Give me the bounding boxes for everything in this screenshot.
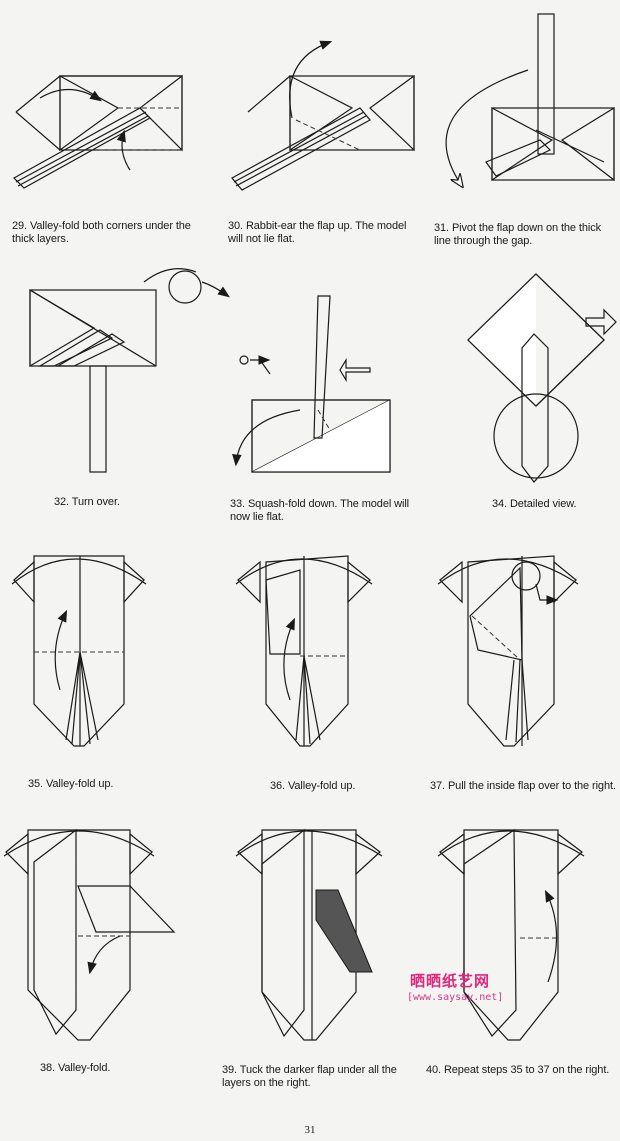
caption-line: 34. Detailed view. — [492, 498, 612, 511]
step-33-caption: 33. Squash-fold down. The model will now… — [230, 498, 430, 524]
caption-line: 35. Valley-fold up. — [28, 778, 178, 791]
step-31-diagram — [446, 14, 614, 186]
step-36-caption: 36. Valley-fold up. — [270, 780, 420, 793]
step-40-caption: 40. Repeat steps 35 to 37 on the right. — [426, 1064, 618, 1077]
caption-line: 36. Valley-fold up. — [270, 780, 420, 793]
caption-line: will not lie flat. — [228, 233, 428, 246]
step-40-diagram — [438, 830, 584, 1040]
step-37-caption: 37. Pull the inside flap over to the rig… — [430, 780, 620, 793]
caption-line: 30. Rabbit-ear the flap up. The model — [228, 220, 428, 233]
caption-line: line through the gap. — [434, 235, 620, 248]
step-34-diagram — [468, 274, 616, 482]
step-35-caption: 35. Valley-fold up. — [28, 778, 178, 791]
step-29-diagram — [14, 76, 182, 188]
page-number: 31 — [0, 1124, 620, 1136]
caption-line: now lie flat. — [230, 511, 430, 524]
watermark-title: 晒晒纸艺网 — [410, 970, 490, 991]
caption-line: 29. Valley-fold both corners under the — [12, 220, 202, 233]
step-35-diagram — [12, 556, 146, 746]
step-37-diagram — [438, 556, 578, 746]
watermark-url: [www.saysay.net] — [407, 992, 503, 1003]
caption-line: 40. Repeat steps 35 to 37 on the right. — [426, 1064, 618, 1077]
caption-line: 33. Squash-fold down. The model will — [230, 498, 430, 511]
caption-line: 38. Valley-fold. — [40, 1062, 190, 1075]
step-34-caption: 34. Detailed view. — [492, 498, 612, 511]
step-36-diagram — [236, 556, 372, 746]
caption-line: 39. Tuck the darker flap under all the — [222, 1064, 418, 1077]
caption-line: 32. Turn over. — [54, 496, 204, 509]
step-29-caption: 29. Valley-fold both corners under the t… — [12, 220, 202, 246]
caption-line: 31. Pivot the flap down on the thick — [434, 222, 620, 235]
step-32-diagram — [30, 269, 228, 472]
step-39-diagram — [236, 830, 382, 1040]
caption-line: 37. Pull the inside flap over to the rig… — [430, 780, 620, 793]
step-32-caption: 32. Turn over. — [54, 496, 204, 509]
step-33-diagram — [236, 296, 390, 472]
caption-line: thick layers. — [12, 233, 202, 246]
step-38-caption: 38. Valley-fold. — [40, 1062, 190, 1075]
step-38-diagram — [4, 830, 174, 1040]
step-30-diagram — [232, 42, 414, 190]
step-30-caption: 30. Rabbit-ear the flap up. The model wi… — [228, 220, 428, 246]
step-31-caption: 31. Pivot the flap down on the thick lin… — [434, 222, 620, 248]
caption-line: layers on the right. — [222, 1077, 418, 1090]
step-39-caption: 39. Tuck the darker flap under all the l… — [222, 1064, 418, 1090]
